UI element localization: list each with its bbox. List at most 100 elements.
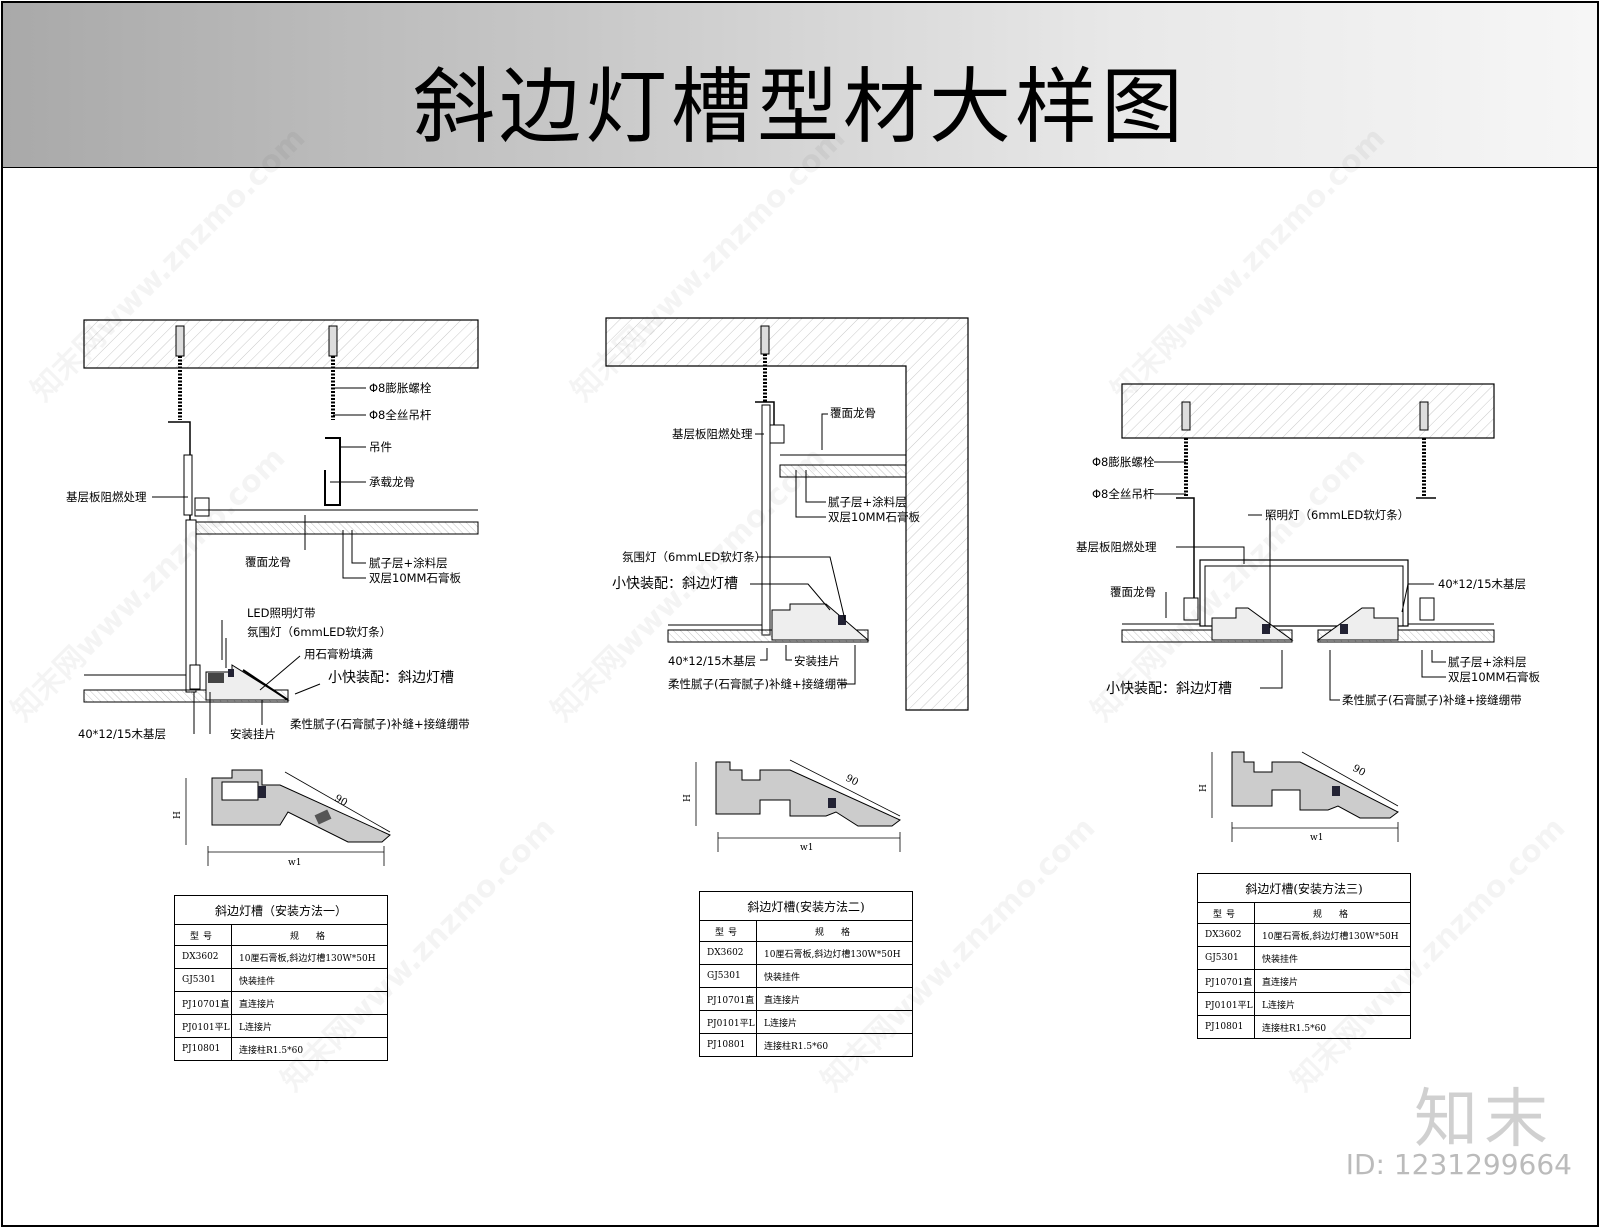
page-title: 斜边灯槽型材大样图 bbox=[412, 60, 1187, 155]
table-cell: 直连接片 bbox=[1254, 969, 1411, 993]
table-cell: DX3602 bbox=[174, 945, 232, 969]
d2-label-base-fire: 基层板阻燃处理 bbox=[672, 427, 753, 441]
d1-label-main-keel: 承载龙骨 bbox=[369, 475, 415, 489]
profile3-dim-w: w1 bbox=[1310, 833, 1323, 843]
d2-label-cover-keel: 覆面龙骨 bbox=[830, 406, 876, 420]
table-cell: 连接柱R1.5*60 bbox=[756, 1033, 913, 1057]
table-cell: PJ10701直 bbox=[1197, 969, 1255, 993]
table-cell: DX3602 bbox=[699, 941, 757, 965]
table3-header-model: 型号 bbox=[1197, 902, 1255, 924]
d3-label-putty: 腻子层+涂料层 bbox=[1448, 655, 1527, 669]
table-cell: PJ10801 bbox=[699, 1033, 757, 1057]
d2-label-wood-base: 40*12/15木基层 bbox=[668, 654, 756, 668]
table2-header-model: 型号 bbox=[699, 920, 757, 942]
d1-label-clip: 安装挂片 bbox=[230, 727, 276, 741]
table-cell: PJ10701直 bbox=[174, 991, 232, 1015]
d2-label-ambient: 氛围灯（6mmLED软灯条） bbox=[622, 550, 766, 564]
d1-label-rod: Φ8全丝吊杆 bbox=[369, 408, 432, 422]
profile1-dim-w: w1 bbox=[288, 858, 301, 868]
d3-label-cover-keel: 覆面龙骨 bbox=[1110, 585, 1156, 599]
d3-label-wood-base: 40*12/15木基层 bbox=[1438, 577, 1526, 591]
d3-label-rod: Φ8全丝吊杆 bbox=[1092, 487, 1155, 501]
table1-header-spec: 规 格 bbox=[231, 924, 388, 946]
image-id: ID: 1231299664 bbox=[1345, 1148, 1572, 1181]
d1-label-fill: 用石膏粉填满 bbox=[304, 647, 373, 661]
d3-label-bolt: Φ8膨胀螺栓 bbox=[1092, 455, 1155, 469]
table-cell: 10厘石膏板,斜边灯槽130W*50H bbox=[231, 945, 388, 969]
table-cell: 连接柱R1.5*60 bbox=[1254, 1015, 1411, 1039]
table-cell: 快装挂件 bbox=[756, 964, 913, 988]
table-cell: PJ0101平L bbox=[174, 1014, 232, 1038]
d2-label-gypsum: 双层10MM石膏板 bbox=[828, 510, 920, 524]
d1-label-led-band: LED照明灯带 bbox=[247, 606, 316, 620]
table-cell: DX3602 bbox=[1197, 923, 1255, 947]
table3-header-spec: 规 格 bbox=[1254, 902, 1411, 924]
concrete-wall bbox=[605, 317, 969, 711]
d1-label-flex-putty: 柔性腻子(石膏腻子)补缝+接缝绷带 bbox=[290, 717, 470, 731]
profile3-dim-h: H bbox=[1199, 784, 1209, 792]
profile1-dim-h: H bbox=[173, 811, 183, 819]
profile3-dim-len: 90 bbox=[1351, 763, 1367, 779]
table-cell: GJ5301 bbox=[1197, 946, 1255, 970]
section-diagram-3: Φ8膨胀螺栓 Φ8全丝吊杆 照明灯（6mmLED软灯条） 基层板阻燃处理 40*… bbox=[1076, 383, 1540, 843]
table-cell: PJ0101平L bbox=[699, 1010, 757, 1034]
d2-label-clip: 安装挂片 bbox=[794, 654, 840, 668]
anchor-bolt-right bbox=[1419, 401, 1429, 496]
table-row: PJ10701直直连接片 bbox=[1197, 969, 1411, 993]
table-cell: L连接片 bbox=[1254, 992, 1411, 1016]
table-cell: 快装挂件 bbox=[231, 968, 388, 992]
table-cell: PJ10701直 bbox=[699, 987, 757, 1011]
table-cell: 10厘石膏板,斜边灯槽130W*50H bbox=[756, 941, 913, 965]
profile-section-1: 90 w1 H bbox=[173, 769, 391, 868]
d3-label-gypsum: 双层10MM石膏板 bbox=[1448, 670, 1540, 684]
d1-label-putty: 腻子层+涂料层 bbox=[369, 556, 448, 570]
table-row: PJ10701直直连接片 bbox=[699, 987, 913, 1011]
brand-logo: 知末 bbox=[1414, 1083, 1554, 1157]
section-diagram-2: 覆面龙骨 基层板阻燃处理 腻子层+涂料层 双层10MM石膏板 氛围灯（6mmLE… bbox=[605, 317, 969, 853]
d1-label-cover-keel: 覆面龙骨 bbox=[245, 555, 291, 569]
table2-header-spec: 规 格 bbox=[756, 920, 913, 942]
anchor-bolt-left bbox=[1181, 401, 1191, 496]
d1-label-hanger: 吊件 bbox=[369, 440, 392, 454]
profile2-dim-w: w1 bbox=[800, 843, 813, 853]
table-cell: GJ5301 bbox=[699, 964, 757, 988]
profile-section-3: 90 w1 H bbox=[1199, 751, 1399, 843]
d1-label-wood-base: 40*12/15木基层 bbox=[78, 727, 166, 741]
table-cell: 连接柱R1.5*60 bbox=[231, 1037, 388, 1061]
profile2-dim-len: 90 bbox=[844, 773, 860, 789]
d2-label-quick: 小快装配：斜边灯槽 bbox=[612, 576, 738, 592]
concrete-slab bbox=[1121, 383, 1495, 439]
table-cell: 10厘石膏板,斜边灯槽130W*50H bbox=[1254, 923, 1411, 947]
d3-label-base-fire: 基层板阻燃处理 bbox=[1076, 540, 1157, 554]
anchor-bolt-right bbox=[328, 325, 338, 420]
section-diagram-1: Φ8膨胀螺栓 Φ8全丝吊杆 吊件 承载龙骨 基层板阻燃处理 覆面龙骨 腻子层+涂… bbox=[66, 319, 479, 868]
table-cell: 直连接片 bbox=[231, 991, 388, 1015]
table-cell: L连接片 bbox=[231, 1014, 388, 1038]
d2-label-putty: 腻子层+涂料层 bbox=[828, 495, 907, 509]
table-cell: 快装挂件 bbox=[1254, 946, 1411, 970]
d1-label-base-fire: 基层板阻燃处理 bbox=[66, 490, 147, 504]
table1-header-model: 型号 bbox=[174, 924, 232, 946]
table-cell: PJ10801 bbox=[174, 1037, 232, 1061]
d2-label-flex-putty: 柔性腻子(石膏腻子)补缝+接缝绷带 bbox=[668, 677, 848, 691]
table2-caption: 斜边灯槽(安装方法二) bbox=[699, 891, 913, 921]
title-bar bbox=[3, 3, 1597, 168]
table-cell: 直连接片 bbox=[756, 987, 913, 1011]
table-cell: GJ5301 bbox=[174, 968, 232, 992]
d3-label-light: 照明灯（6mmLED软灯条） bbox=[1265, 508, 1409, 522]
profile2-dim-h: H bbox=[683, 794, 693, 802]
